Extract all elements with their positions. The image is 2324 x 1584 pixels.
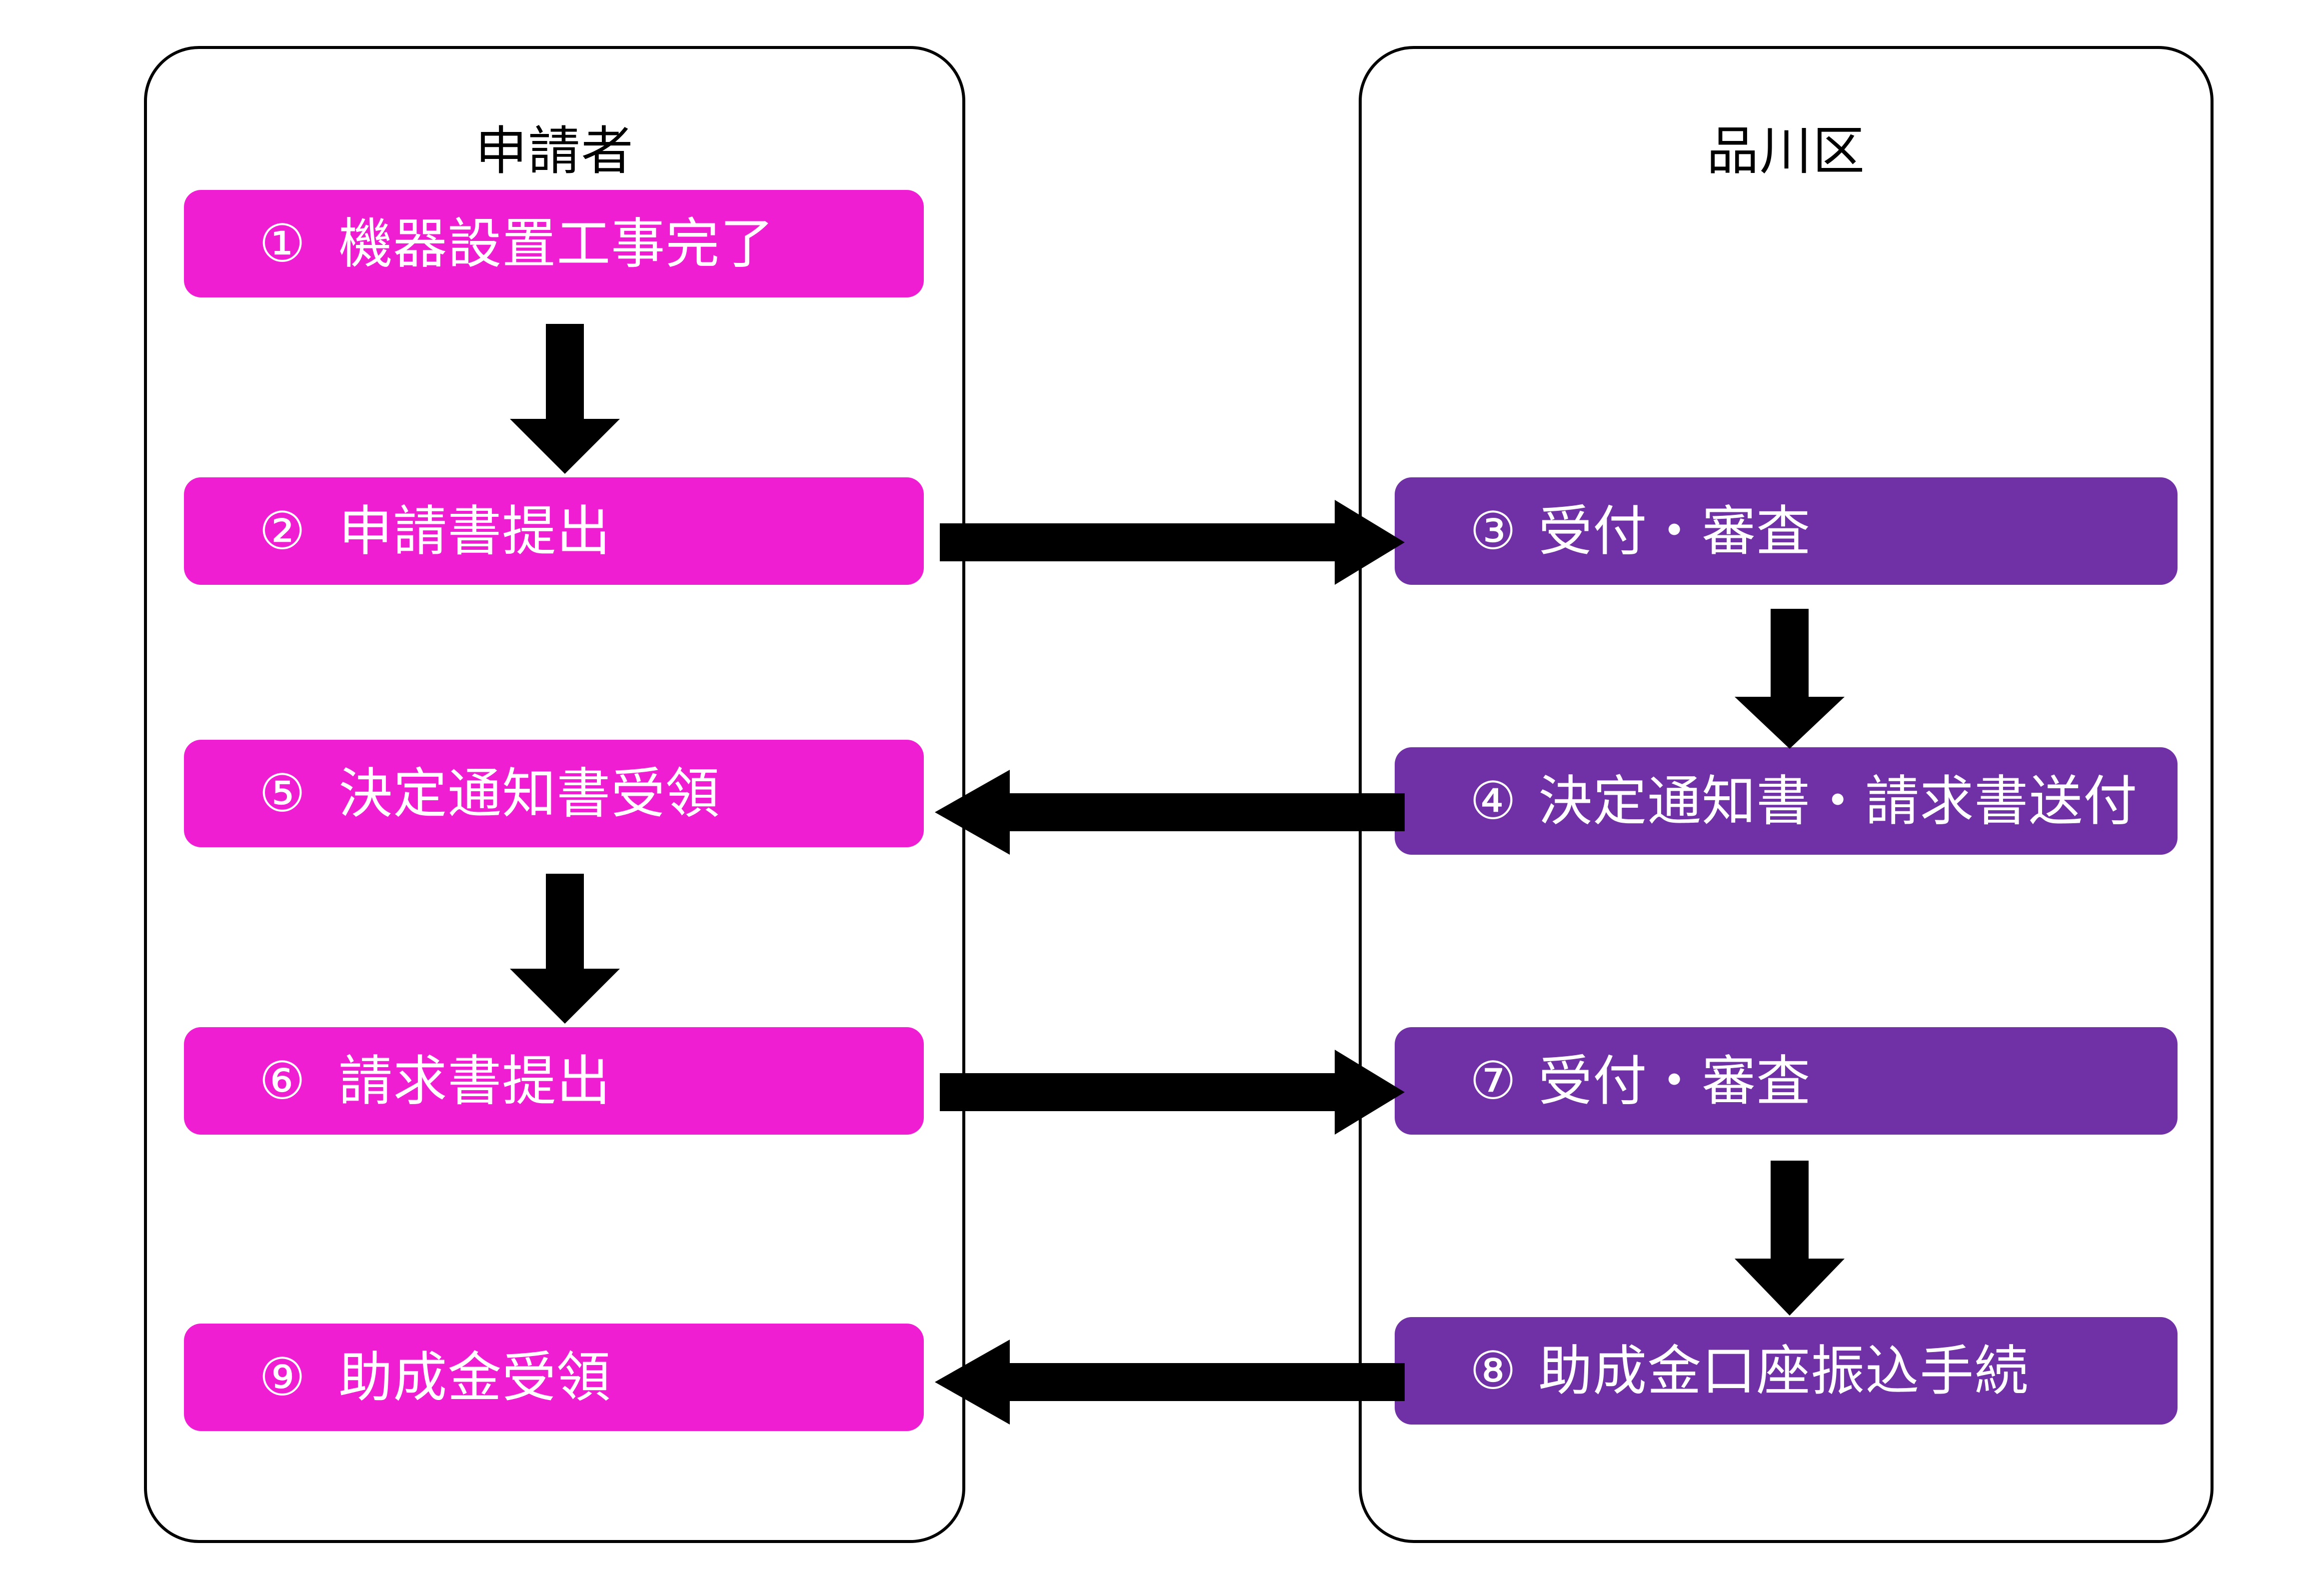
step-number-8: ⑧ bbox=[1470, 1342, 1517, 1400]
step-box-7[interactable]: ⑦ 受付・審査 bbox=[1395, 1027, 2178, 1135]
step-caption-1: 機器設置工事完了 bbox=[338, 213, 775, 274]
step-box-3[interactable]: ③ 受付・審査 bbox=[1395, 477, 2178, 585]
step-caption-5: 決定通知書受領 bbox=[338, 763, 720, 824]
step-number-6: ⑥ bbox=[259, 1052, 306, 1110]
step-number-1: ① bbox=[259, 214, 306, 273]
step-number-7: ⑦ bbox=[1470, 1052, 1517, 1110]
step-box-9[interactable]: ⑨ 助成金受領 bbox=[184, 1324, 924, 1431]
arrow-right-icon-step2-step3 bbox=[940, 500, 1405, 585]
arrow-down-icon-step7-step8 bbox=[1735, 1161, 1845, 1316]
arrow-left-icon-step8-step9 bbox=[935, 1340, 1405, 1425]
arrow-down-icon-step1-step2 bbox=[510, 324, 620, 474]
step-caption-7: 受付・審査 bbox=[1538, 1050, 1811, 1111]
step-box-2[interactable]: ② 申請書提出 bbox=[184, 477, 924, 585]
step-number-5: ⑤ bbox=[259, 764, 306, 823]
step-caption-3: 受付・審査 bbox=[1538, 500, 1811, 561]
step-box-4[interactable]: ④ 決定通知書・請求書送付 bbox=[1395, 747, 2178, 855]
step-number-2: ② bbox=[259, 502, 306, 560]
arrow-down-icon-step5-step6 bbox=[510, 874, 620, 1024]
step-caption-9: 助成金受領 bbox=[338, 1347, 611, 1408]
step-box-6[interactable]: ⑥ 請求書提出 bbox=[184, 1027, 924, 1135]
step-caption-2: 申請書提出 bbox=[338, 500, 611, 561]
step-number-9: ⑨ bbox=[259, 1348, 306, 1407]
arrow-left-icon-step4-step5 bbox=[935, 770, 1405, 855]
step-caption-6: 請求書提出 bbox=[338, 1050, 611, 1111]
arrow-down-icon-step3-step4 bbox=[1735, 609, 1845, 749]
step-box-8[interactable]: ⑧ 助成金口座振込手続 bbox=[1395, 1317, 2178, 1425]
swimlane-title-applicant: 申請者 bbox=[475, 122, 634, 180]
swimlane-title-ward: 品川区 bbox=[1706, 122, 1866, 180]
step-caption-4: 決定通知書・請求書送付 bbox=[1538, 770, 2138, 831]
step-box-1[interactable]: ① 機器設置工事完了 bbox=[184, 190, 924, 297]
step-number-3: ③ bbox=[1470, 502, 1517, 560]
step-caption-8: 助成金口座振込手続 bbox=[1538, 1340, 2029, 1401]
step-box-5[interactable]: ⑤ 決定通知書受領 bbox=[184, 740, 924, 847]
step-number-4: ④ bbox=[1470, 772, 1517, 830]
arrow-right-icon-step6-step7 bbox=[940, 1050, 1405, 1135]
